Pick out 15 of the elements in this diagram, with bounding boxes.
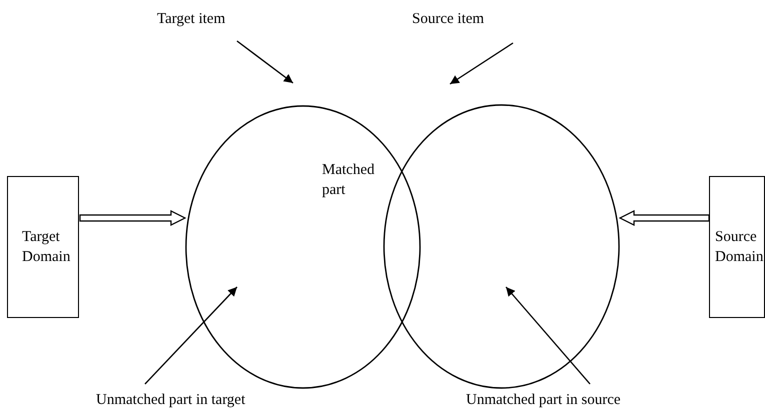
caption-text: Unmatched part in source xyxy=(466,391,621,409)
arrow xyxy=(236,40,294,84)
arrow xyxy=(450,42,514,85)
arrow xyxy=(144,286,238,384)
region-label: Matched part xyxy=(322,161,376,200)
hollow-arrow xyxy=(618,210,710,226)
caption-text: Target item xyxy=(157,10,226,28)
arrow xyxy=(506,286,590,384)
domain-box xyxy=(7,176,79,318)
caption-text: Source item xyxy=(412,10,484,28)
domain-box xyxy=(709,176,765,318)
node-text: Target Domain xyxy=(22,229,70,265)
caption-text: Unmatched part in target xyxy=(96,391,246,409)
hollow-arrow xyxy=(79,210,186,226)
node-text: Source Domain xyxy=(715,229,764,265)
